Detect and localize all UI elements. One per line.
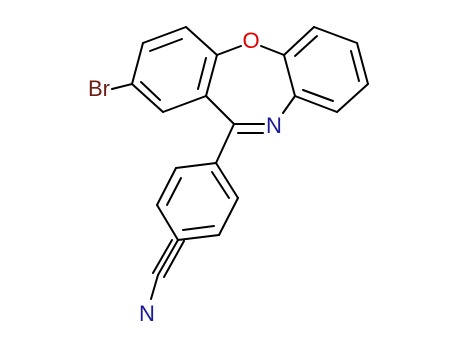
triple-bond [152,239,173,274]
bond-aryl-link [215,123,235,164]
double-bond-inner [211,171,230,199]
double-bond-inner [294,35,318,57]
triple-bond-end [150,274,159,300]
bond [218,197,239,236]
bromine-bond [111,83,133,90]
bond [156,204,179,241]
bond [177,234,220,241]
bond [294,95,338,113]
bond [131,42,144,85]
oxazepine-ring [205,45,296,134]
bond [215,162,239,199]
nitrile-group [150,239,185,300]
double-bond-inner [140,81,161,101]
bond-c-n [282,95,296,114]
double-bond-inner [182,225,215,231]
oxygen-label: O [242,28,259,53]
nitrile-nitrogen-label: N [139,301,155,326]
bond [356,42,369,85]
double-bond-inner [197,57,207,90]
fused-benzene-ring [283,26,369,113]
double-bond-inner [350,50,360,82]
bond [283,26,315,56]
bond-o-c [260,45,285,56]
bond [185,26,218,56]
double-bond-inner [302,89,334,102]
bond [175,162,217,169]
bond [156,167,177,206]
double-bond-inner [149,38,183,52]
bond [283,54,296,97]
bond [162,95,207,113]
bond-c-o [216,45,242,56]
bromine-label: Br [88,76,110,101]
bond [142,26,187,44]
bond [131,83,164,113]
cyanophenyl-ring [156,162,239,241]
bond [336,83,369,113]
bond [205,95,235,125]
double-bond-inner [166,177,182,206]
imine-nitrogen-label: N [266,113,282,138]
bond-c-c [157,239,179,276]
triple-bond [163,240,185,278]
bromo-benzene-ring [131,26,218,113]
bond [205,54,218,97]
bond [313,26,358,44]
